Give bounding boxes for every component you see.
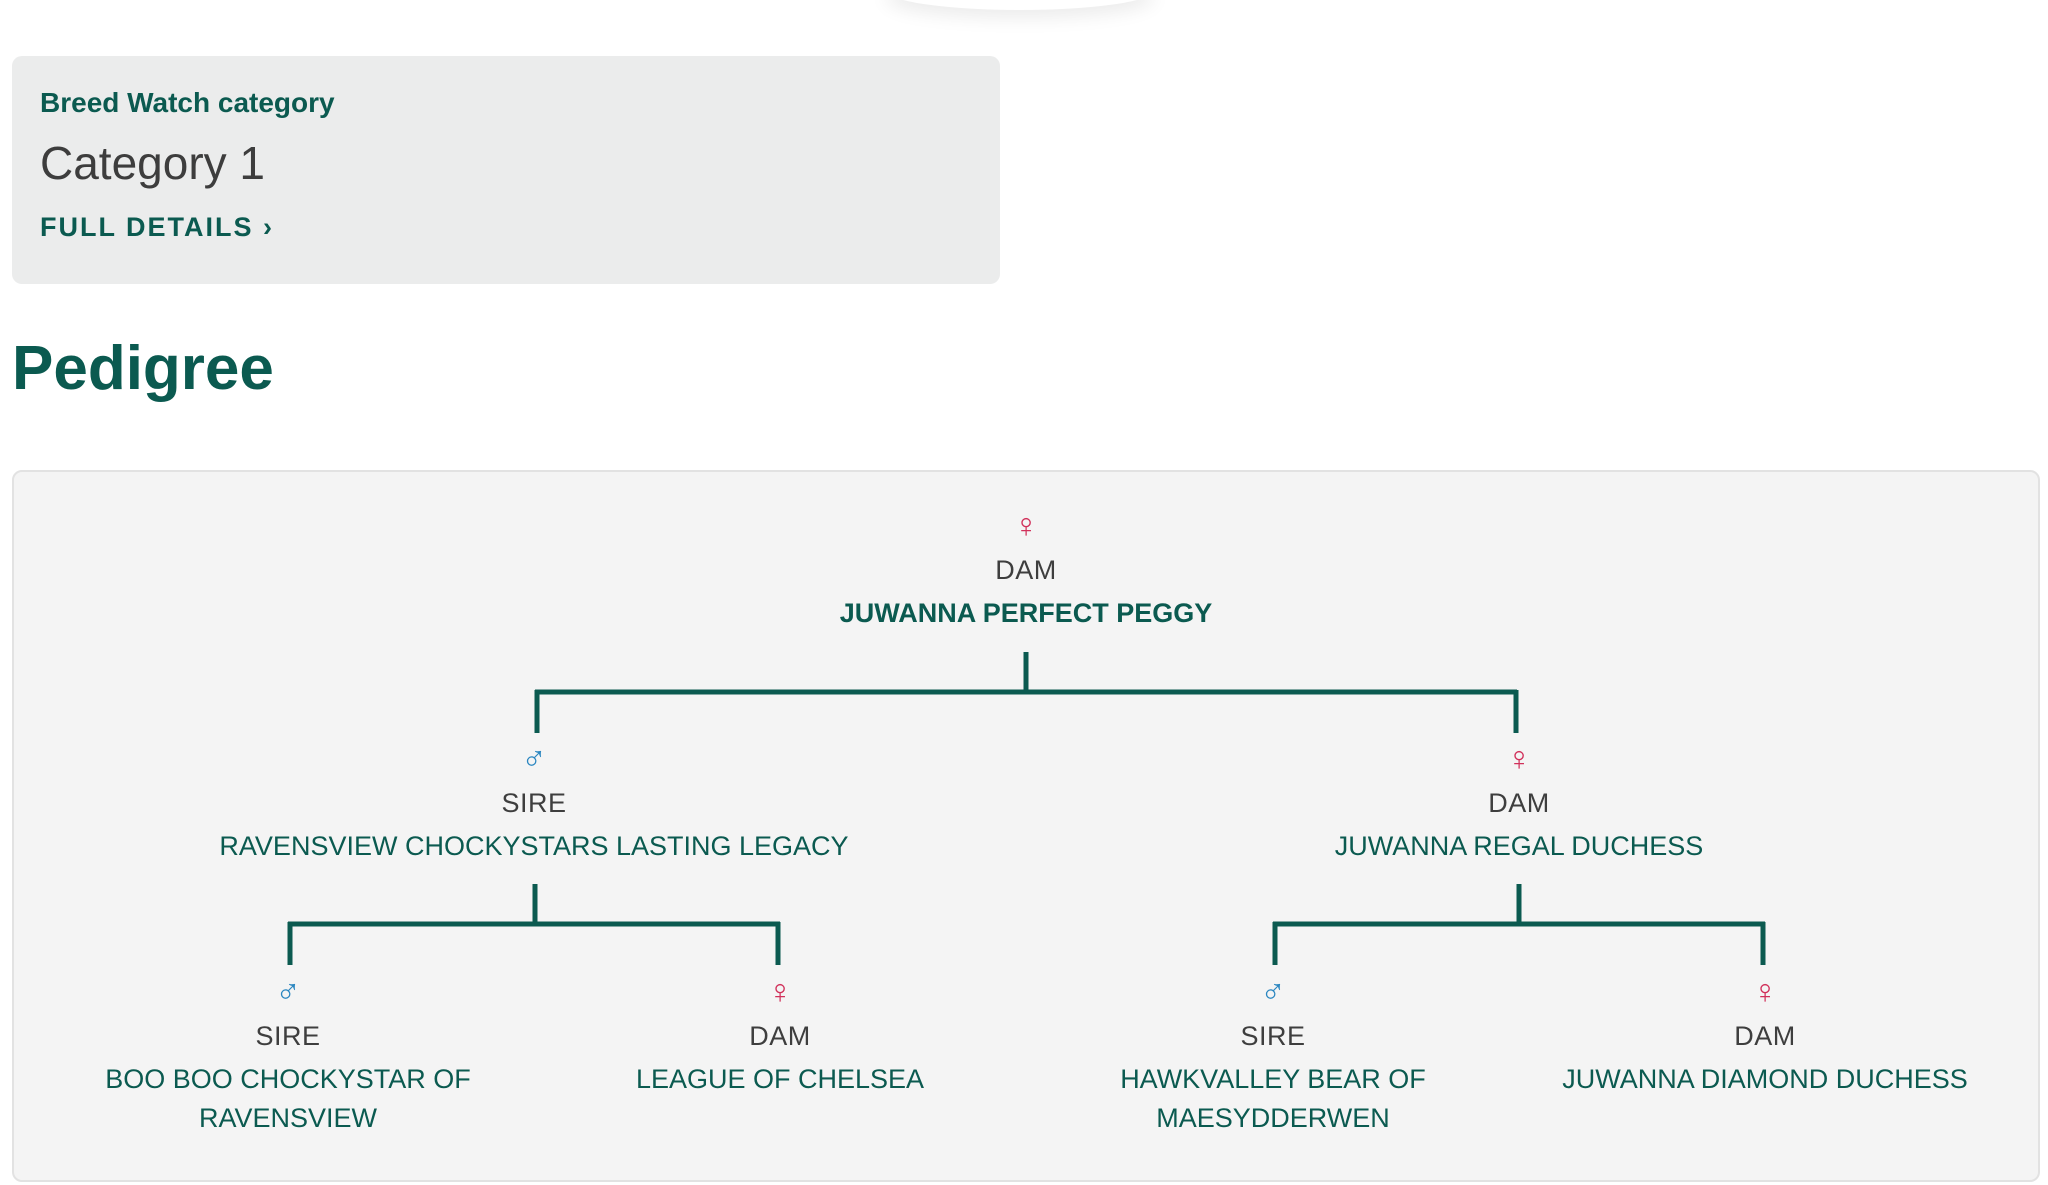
pedigree-dog-name[interactable]: LEAGUE OF CHELSEA [635, 1064, 925, 1094]
pedigree-granddam-maternal-node: ♀ DAM JUWANNA DIAMOND DUCHESS [1525, 974, 2005, 1099]
pedigree-role: SIRE [1240, 1021, 1306, 1051]
pedigree-dam-node: ♀ DAM JUWANNA REGAL DUCHESS [1299, 741, 1739, 866]
pedigree-root-node: ♀ DAM JUWANNA PERFECT PEGGY [806, 508, 1246, 633]
pedigree-role: DAM [1488, 788, 1550, 818]
pedigree-dog-name[interactable]: HAWKVALLEY BEAR OF MAESYDDERWEN [1120, 1064, 1426, 1133]
pedigree-dog-name[interactable]: JUWANNA PERFECT PEGGY [839, 598, 1213, 628]
female-icon: ♀ [1013, 507, 1039, 545]
female-icon: ♀ [1506, 740, 1532, 778]
header-shadow [885, 0, 1155, 10]
pedigree-dog-name[interactable]: JUWANNA REGAL DUCHESS [1334, 831, 1704, 861]
pedigree-sire-node: ♂ SIRE RAVENSVIEW CHOCKYSTARS LASTING LE… [214, 741, 854, 866]
male-icon: ♂ [521, 740, 547, 778]
pedigree-role: DAM [749, 1021, 811, 1051]
male-icon: ♂ [275, 973, 301, 1011]
pedigree-granddam-paternal-node: ♀ DAM LEAGUE OF CHELSEA [560, 974, 1000, 1099]
pedigree-role: DAM [995, 555, 1057, 585]
breed-watch-label: Breed Watch category [40, 87, 335, 118]
female-icon: ♀ [1752, 973, 1778, 1011]
pedigree-dog-name[interactable]: BOO BOO CHOCKYSTAR OF RAVENSVIEW [105, 1064, 471, 1133]
pedigree-dog-name[interactable]: RAVENSVIEW CHOCKYSTARS LASTING LEGACY [219, 831, 849, 861]
male-icon: ♂ [1260, 973, 1286, 1011]
pedigree-grandsire-paternal-node: ♂ SIRE BOO BOO CHOCKYSTAR OF RAVENSVIEW [98, 974, 478, 1138]
breed-watch-value: Category 1 [40, 136, 266, 189]
pedigree-title: Pedigree [12, 334, 274, 403]
breed-watch-card: Breed Watch category Category 1 FULL DET… [12, 56, 1000, 284]
pedigree-role: DAM [1734, 1021, 1796, 1051]
pedigree-grandsire-maternal-node: ♂ SIRE HAWKVALLEY BEAR OF MAESYDDERWEN [1103, 974, 1443, 1138]
pedigree-role: SIRE [255, 1021, 321, 1051]
full-details-link[interactable]: FULL DETAILS › [40, 212, 274, 243]
female-icon: ♀ [767, 973, 793, 1011]
pedigree-role: SIRE [501, 788, 567, 818]
pedigree-panel [12, 470, 2040, 1182]
pedigree-dog-name[interactable]: JUWANNA DIAMOND DUCHESS [1562, 1064, 1968, 1094]
